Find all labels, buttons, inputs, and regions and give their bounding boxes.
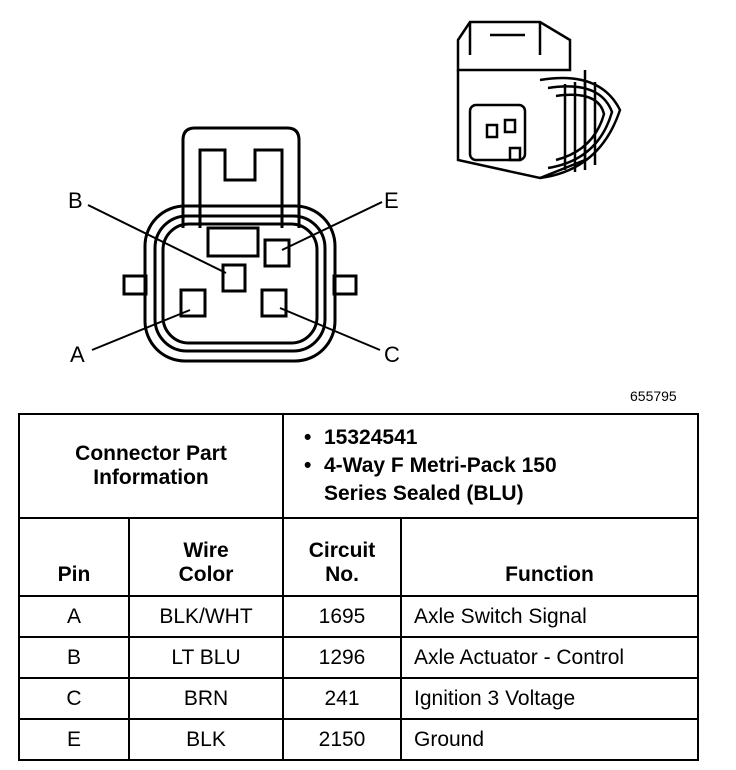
circuit: 2150 — [282, 718, 402, 761]
table-row: A BLK/WHT 1695 Axle Switch Signal — [18, 595, 699, 638]
connector-info-label: Connector Part Information — [18, 413, 284, 519]
header-function: Function — [400, 517, 699, 597]
connector-info-items: •15324541 •4-Way F Metri-Pack 150 Series… — [282, 413, 699, 519]
pin-label-c: C — [384, 342, 400, 367]
connector-isometric-icon — [456, 20, 622, 180]
header-circuit: Circuit No. — [282, 517, 402, 597]
table-row: C BRN 241 Ignition 3 Voltage — [18, 677, 699, 720]
wire-color: LT BLU — [128, 636, 284, 679]
table-row: E BLK 2150 Ground — [18, 718, 699, 761]
pin: A — [18, 595, 130, 638]
part-description: 4-Way F Metri-Pack 150 Series Sealed (BL… — [324, 454, 557, 505]
pin-label-b: B — [68, 188, 83, 213]
table-row: B LT BLU 1296 Axle Actuator - Control — [18, 636, 699, 679]
connector-face-diagram — [87, 20, 622, 363]
function: Ignition 3 Voltage — [400, 677, 699, 720]
pin: B — [18, 636, 130, 679]
wire-color: BLK — [128, 718, 284, 761]
circuit: 1296 — [282, 636, 402, 679]
table-header-row: Pin Wire Color Circuit No. Function — [18, 517, 699, 597]
figure-number: 655795 — [630, 388, 677, 404]
pin: E — [18, 718, 130, 761]
header-wire-color: Wire Color — [128, 517, 284, 597]
pin: C — [18, 677, 130, 720]
function: Ground — [400, 718, 699, 761]
wire-color: BLK/WHT — [128, 595, 284, 638]
function: Axle Actuator - Control — [400, 636, 699, 679]
circuit: 1695 — [282, 595, 402, 638]
connector-pinout-table: Connector Part Information •15324541 •4-… — [18, 413, 699, 761]
circuit: 241 — [282, 677, 402, 720]
function: Axle Switch Signal — [400, 595, 699, 638]
wire-color: BRN — [128, 677, 284, 720]
part-number: 15324541 — [324, 426, 418, 449]
header-pin: Pin — [18, 517, 130, 597]
connector-info-row: Connector Part Information •15324541 •4-… — [18, 413, 699, 519]
pin-label-a: A — [70, 342, 85, 367]
pin-label-e: E — [384, 188, 399, 213]
